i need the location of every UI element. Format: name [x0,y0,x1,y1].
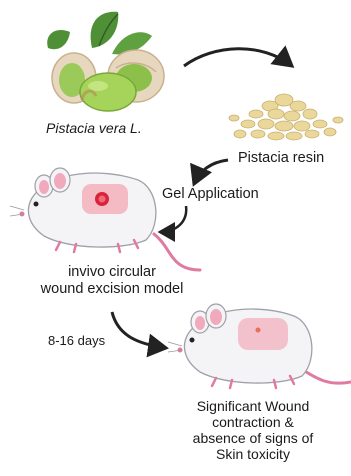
result-label-line3: absence of signs of [160,430,346,446]
resin-granules-icon [229,94,343,140]
model-label-line1: invivo circular [14,264,210,281]
arrow-to-gel [194,160,228,184]
arrow-to-resin [184,49,292,66]
mouse-wounded-icon [10,168,200,270]
resin-label: Pistacia resin [238,150,324,167]
result-label-line4: Skin toxicity [160,446,346,462]
result-label-line1: Significant Wound [160,398,346,414]
result-label: Significant Wound contraction & absence … [160,398,346,462]
duration-label: 8-16 days [48,334,105,349]
result-label-line2: contraction & [160,414,346,430]
model-label-line2: wound excision model [14,281,210,298]
gel-application-label: Gel Application [162,186,259,203]
plant-label: Pistacia vera L. [46,120,142,136]
arrow-gel-to-mouse [160,206,186,232]
mouse-healed-icon [168,304,351,388]
arrow-to-healed [112,312,166,348]
pistachio-nuts-icon [47,12,164,111]
model-label: invivo circular wound excision model [14,264,210,297]
